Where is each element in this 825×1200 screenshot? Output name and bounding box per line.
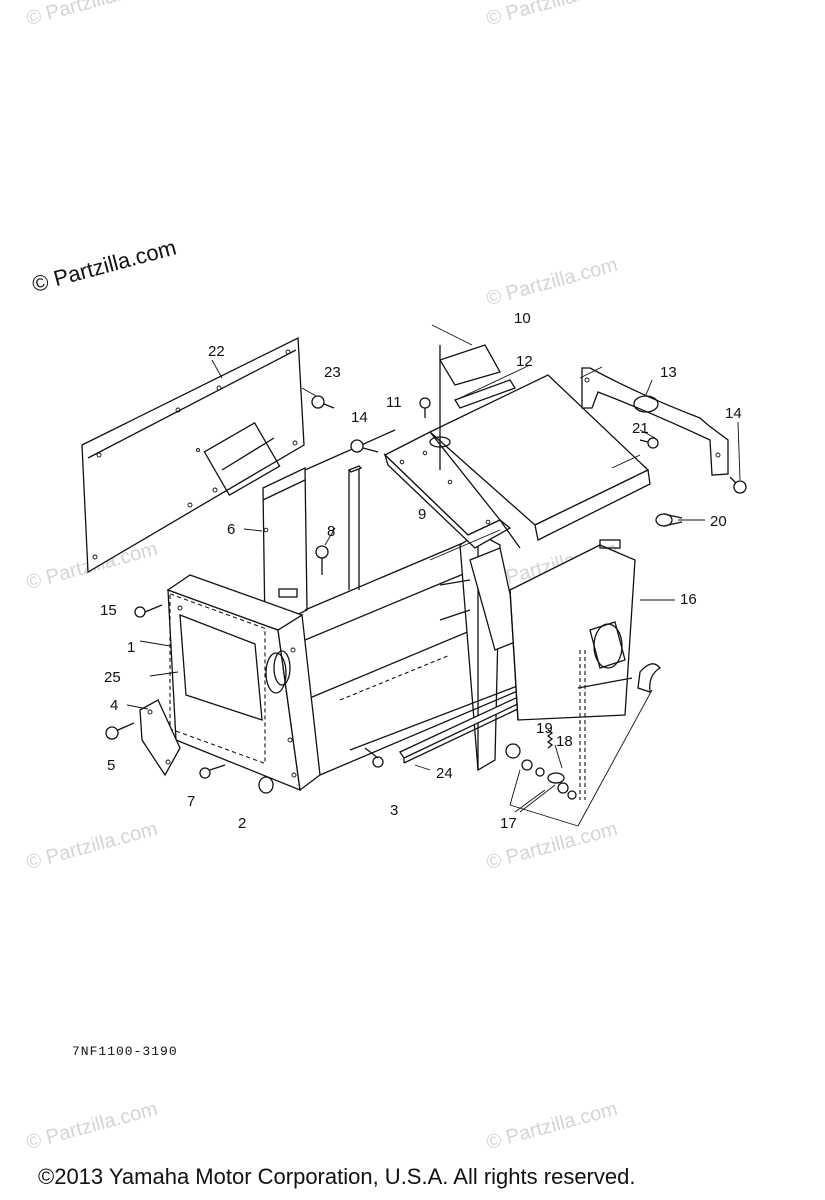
callout-14: 14 [725,405,742,422]
callout-20: 20 [710,513,727,530]
callout-10: 10 [514,310,531,327]
callout-1: 1 [127,639,135,656]
callout-17: 17 [500,815,517,832]
leader-lines [126,324,741,827]
part-22-rear-panel [81,336,305,574]
part-20-knob [655,513,683,527]
callout-25: 25 [104,669,121,686]
callout-18: 18 [556,733,573,750]
part-4-small-cover [139,699,181,777]
callout-21: 21 [632,420,649,437]
callout-11: 11 [386,394,402,411]
part-16-side-door [509,539,636,800]
part-6-inner-plate [262,466,308,632]
callout-12: 12 [516,353,533,370]
callout-19: 19 [536,720,553,737]
callout-15: 15 [100,602,117,619]
callout-16: 16 [680,591,697,608]
callout-9: 9 [418,506,426,523]
latch [637,663,661,693]
copyright-notice: ©2013 Yamaha Motor Corporation, U.S.A. A… [38,1164,636,1189]
callout-14: 14 [351,409,368,426]
part-1-frame [166,429,521,792]
callout-5: 5 [107,757,115,774]
part-12-top-cover [428,344,651,541]
callout-8: 8 [327,523,335,540]
diagram-reference-code: 7NF1100-3190 [72,1044,178,1059]
callout-3: 3 [390,802,398,819]
callout-4: 4 [110,697,118,714]
fasteners [105,395,747,800]
part-13-handle [581,367,729,476]
callouts: 1 2 3 4 5 6 7 8 9 10 11 12 13 14 14 15 1… [100,310,742,832]
callout-6: 6 [227,521,235,538]
callout-2: 2 [238,815,246,832]
callout-22: 22 [208,343,225,360]
part-9-top-bracket [383,431,521,549]
callout-13: 13 [660,364,677,381]
callout-7: 7 [187,793,195,810]
callout-24: 24 [436,765,453,782]
callout-23: 23 [324,364,341,381]
